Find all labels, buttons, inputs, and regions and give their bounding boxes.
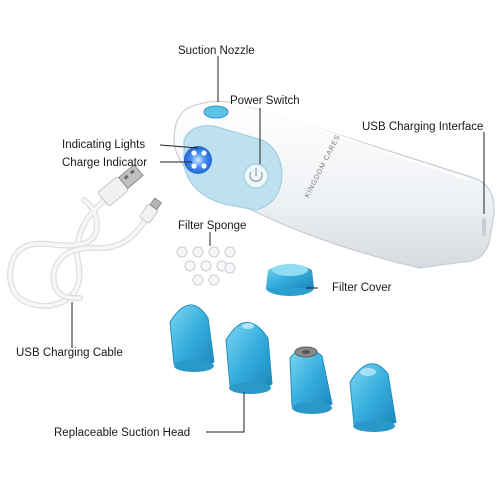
indicator-lights	[184, 146, 212, 174]
label-replaceable-suction-head: Replaceable Suction Head	[54, 427, 191, 439]
suction-head-2	[225, 322, 273, 394]
label-power-switch: Power Switch	[230, 95, 300, 107]
label-filter-sponge: Filter Sponge	[178, 220, 247, 232]
usb-cable	[6, 193, 153, 310]
label-suction-nozzle: Suction Nozzle	[178, 45, 255, 57]
filter-sponges	[176, 246, 236, 286]
power-button	[243, 163, 269, 189]
label-usb-charging-cable: USB Charging Cable	[16, 347, 123, 359]
suction-head-1	[169, 304, 215, 372]
label-usb-charging-interface: USB Charging Interface	[362, 121, 484, 133]
label-indicating-lights: Indicating Lights	[62, 139, 146, 151]
suction-head-3	[289, 346, 333, 414]
suction-head-4	[349, 363, 397, 432]
micro-usb-plug	[139, 197, 163, 224]
control-panel	[183, 125, 283, 211]
suction-nozzle-tip	[203, 105, 229, 119]
label-filter-cover: Filter Cover	[332, 282, 392, 294]
callout-lines	[71, 56, 485, 433]
usb-port	[482, 218, 486, 236]
label-charge-indicator: Charge Indicator	[62, 157, 148, 169]
usb-plug	[98, 163, 144, 206]
filter-cover	[266, 264, 314, 296]
